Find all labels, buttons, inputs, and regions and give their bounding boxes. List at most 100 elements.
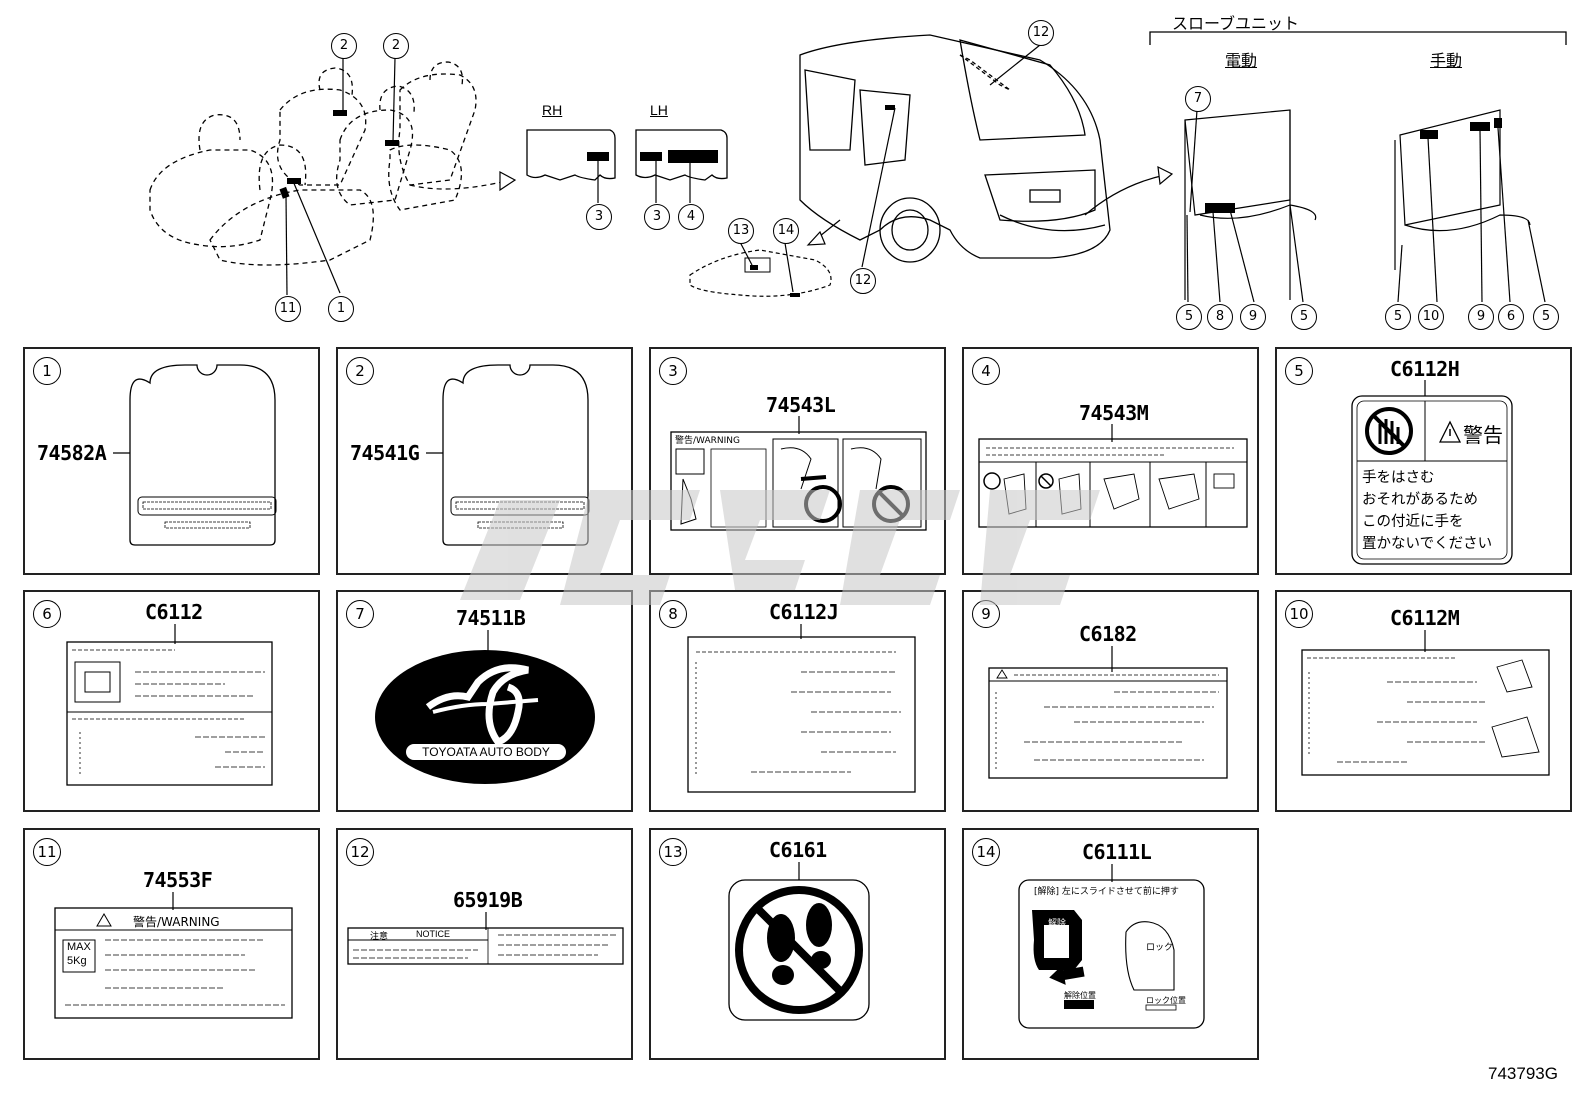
part-code: C6112H <box>1390 357 1460 381</box>
part-code: 74582A <box>37 441 107 465</box>
callout-5[interactable]: 5 <box>1533 304 1559 330</box>
callout-4[interactable]: 4 <box>678 204 704 230</box>
callout-1[interactable]: 1 <box>328 296 354 322</box>
panel-3[interactable]: 3 74543L 警告/WARNING <box>649 347 946 575</box>
kg-text: 5Kg <box>67 955 87 967</box>
panel-12[interactable]: 12 65919B 注意 NOTICE <box>336 828 633 1060</box>
panel-number: 13 <box>659 838 687 866</box>
panel-10[interactable]: 10 C6112M <box>1275 590 1572 812</box>
callout-12[interactable]: 12 <box>850 268 876 294</box>
part-code: C6111L <box>1082 840 1152 864</box>
callout-3[interactable]: 3 <box>586 204 612 230</box>
callout-7[interactable]: 7 <box>1185 86 1211 112</box>
caution-line: おそれがあるため <box>1362 492 1478 508</box>
callout-8[interactable]: 8 <box>1207 304 1233 330</box>
callout-3[interactable]: 3 <box>644 204 670 230</box>
callout-6[interactable]: 6 <box>1498 304 1524 330</box>
max-text: MAX <box>67 941 91 953</box>
caution-line: この付近に手を <box>1362 514 1464 530</box>
panel-7[interactable]: 7 74511B TOYOATA AUTO BODY <box>336 590 633 812</box>
callout-5[interactable]: 5 <box>1176 304 1202 330</box>
part-code: C6182 <box>1079 622 1137 646</box>
electric-label: 電動 <box>1225 53 1258 70</box>
slope-text-label-drawing <box>687 624 916 793</box>
no-step-label-drawing <box>728 862 870 1021</box>
lock-release-label-drawing <box>1018 864 1205 1029</box>
panel-number: 7 <box>346 600 374 628</box>
caution-line: 手をはさむ <box>1362 470 1435 486</box>
callout-2[interactable]: 2 <box>331 33 357 59</box>
slope-label-drawing <box>66 624 273 786</box>
callout-11[interactable]: 11 <box>275 296 301 322</box>
part-code: 74543M <box>1079 401 1149 425</box>
callout-5[interactable]: 5 <box>1291 304 1317 330</box>
panel-number: 11 <box>33 838 61 866</box>
notice-en: NOTICE <box>416 929 451 939</box>
panel-number: 5 <box>1285 357 1313 385</box>
panel-11[interactable]: 11 74553F 警告/WARNING MAX 5Kg <box>23 828 320 1060</box>
panel-14[interactable]: 14 C6111L [解除] 左にスライドさせて前に押す 解除 ロック 解除位置… <box>962 828 1259 1060</box>
panel-number: 6 <box>33 600 61 628</box>
part-code: C6161 <box>769 838 827 862</box>
panel-9[interactable]: 9 C6182 <box>962 590 1259 812</box>
callout-12[interactable]: 12 <box>1028 20 1054 46</box>
rh-label: RH <box>542 102 563 118</box>
lock-position-text: ロック位置 <box>1146 996 1186 1005</box>
lock-header-text: [解除] 左にスライドさせて前に押す <box>1034 887 1179 897</box>
caution-label-drawing <box>1351 380 1513 565</box>
overview-area: スローブユニット 電動 手動 RH LH 2 2 11 1 3 3 4 12 1… <box>0 0 1592 335</box>
lock-text: ロック <box>1146 943 1174 953</box>
panel-number: 10 <box>1285 600 1313 628</box>
caution-line: 置かないでください <box>1362 536 1493 552</box>
callout-9[interactable]: 9 <box>1240 304 1266 330</box>
callout-14[interactable]: 14 <box>773 218 799 244</box>
operation-label-drawing <box>988 646 1228 779</box>
panel-number: 14 <box>972 838 1000 866</box>
manual-label: 手動 <box>1430 53 1463 70</box>
slope-unit-label: スローブユニット <box>1172 16 1300 33</box>
callout-5[interactable]: 5 <box>1385 304 1411 330</box>
notice-jp: 注意 <box>370 932 389 942</box>
part-code: 74543L <box>766 393 836 417</box>
panel-2[interactable]: 2 74541G <box>336 347 633 575</box>
panel-4[interactable]: 4 74543M <box>962 347 1259 575</box>
figure-id: 743793G <box>1488 1064 1558 1083</box>
warning-header-text: 警告/WARNING <box>133 915 220 929</box>
callout-2[interactable]: 2 <box>383 33 409 59</box>
callout-13[interactable]: 13 <box>728 218 754 244</box>
panel-1[interactable]: 1 74582A <box>23 347 320 575</box>
manual-slope-label-drawing <box>1301 630 1550 776</box>
max-load-label-drawing <box>54 892 293 1019</box>
instruction-label-drawing <box>978 424 1248 528</box>
part-code: 74553F <box>143 868 213 892</box>
panel-13[interactable]: 13 C6161 <box>649 828 946 1060</box>
warning-header-text: 警告/WARNING <box>675 436 740 446</box>
overview-drawing <box>149 31 1567 303</box>
panel-number: 3 <box>659 357 687 385</box>
panel-number: 2 <box>346 357 374 385</box>
callout-9[interactable]: 9 <box>1468 304 1494 330</box>
part-code: 65919B <box>453 888 523 912</box>
part-code: 74541G <box>350 441 420 465</box>
caution-text: 手をはさむ おそれがあるため この付近に手を 置かないでください <box>1362 467 1507 555</box>
headrest-label-drawing <box>113 364 277 546</box>
callout-10[interactable]: 10 <box>1418 304 1444 330</box>
panel-number: 1 <box>33 357 61 385</box>
release-text: 解除 <box>1048 919 1067 929</box>
notice-label-drawing <box>347 912 624 965</box>
release-position-text: 解除位置 <box>1064 991 1096 1000</box>
logo-text: TOYOATA AUTO BODY <box>406 744 566 760</box>
warning-label-drawing <box>670 416 927 531</box>
panel-number: 4 <box>972 357 1000 385</box>
panel-8[interactable]: 8 C6112J <box>649 590 946 812</box>
part-code: C6112 <box>145 600 203 624</box>
panel-5[interactable]: 5 C6112H 警告 手をはさむ おそれがあるため この付近に手を 置かないで… <box>1275 347 1572 575</box>
part-code: 74511B <box>456 606 526 630</box>
part-code: C6112J <box>769 600 839 624</box>
part-code: C6112M <box>1390 606 1460 630</box>
panel-6[interactable]: 6 C6112 <box>23 590 320 812</box>
warning-word: 警告 <box>1463 423 1503 447</box>
panel-number: 12 <box>346 838 374 866</box>
headrest-label-drawing <box>426 364 590 546</box>
logo-emblem-drawing <box>375 630 595 784</box>
